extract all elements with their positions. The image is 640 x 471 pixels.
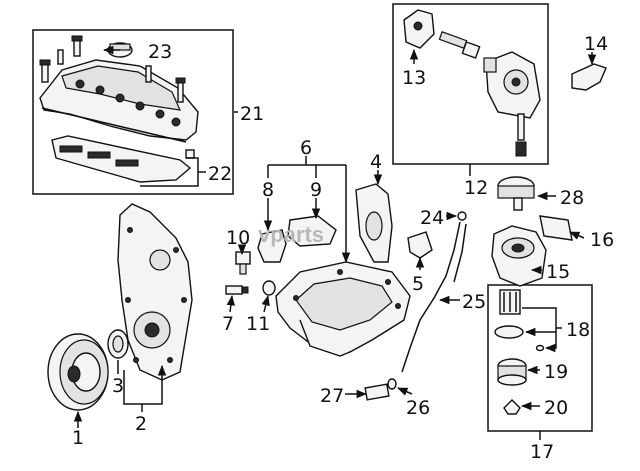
callout-23: 23 bbox=[148, 41, 172, 63]
callout-3: 3 bbox=[112, 375, 124, 397]
callout-26: 26 bbox=[406, 397, 430, 419]
crankshaft-pulley bbox=[47, 333, 109, 411]
callout-17: 17 bbox=[530, 441, 554, 463]
callout-25: 25 bbox=[462, 291, 486, 313]
callout-12: 12 bbox=[464, 177, 488, 199]
oil-pump bbox=[483, 51, 541, 119]
leader-lines bbox=[73, 45, 597, 440]
oil-filter-element bbox=[499, 289, 521, 315]
valve-cover bbox=[39, 59, 199, 143]
bracket bbox=[407, 231, 433, 259]
oil-filter-housing bbox=[491, 225, 547, 287]
callout-21: 21 bbox=[240, 103, 264, 125]
callout-18: 18 bbox=[566, 319, 590, 341]
drain-plug bbox=[225, 285, 249, 295]
callout-20: 20 bbox=[544, 397, 568, 419]
oil-filter-cap bbox=[497, 358, 527, 386]
rear-cover-plate bbox=[355, 183, 393, 263]
callout-2: 2 bbox=[135, 413, 147, 435]
callout-5: 5 bbox=[412, 273, 424, 295]
callout-7: 7 bbox=[222, 313, 234, 335]
valve-cover-gasket bbox=[51, 135, 192, 183]
filter-seal-ring bbox=[494, 325, 524, 339]
drain-plug-small bbox=[503, 399, 521, 415]
oil-pan bbox=[275, 261, 411, 357]
small-o-ring bbox=[535, 344, 545, 352]
oil-pump-shaft bbox=[438, 31, 481, 59]
valve-cover-group-box bbox=[32, 29, 234, 195]
callout-11: 11 bbox=[246, 313, 270, 335]
engine-bracket bbox=[571, 63, 607, 91]
oil-level-sensor bbox=[235, 251, 251, 275]
oil-dipstick bbox=[401, 211, 467, 373]
watermark-text: vparts bbox=[258, 222, 324, 247]
dipstick-tube-fitting bbox=[364, 383, 390, 401]
callout-28: 28 bbox=[560, 187, 584, 209]
callout-4: 4 bbox=[370, 151, 382, 173]
front-seal bbox=[107, 329, 129, 359]
callout-14: 14 bbox=[584, 33, 608, 55]
callout-9: 9 bbox=[310, 179, 322, 201]
oil-pump-chain-tensioner bbox=[403, 9, 435, 49]
callout-8: 8 bbox=[262, 179, 274, 201]
o-ring bbox=[387, 378, 397, 390]
drain-plug-washer bbox=[262, 280, 276, 296]
callout-24: 24 bbox=[420, 207, 444, 229]
callout-27: 27 bbox=[320, 385, 344, 407]
callout-13: 13 bbox=[402, 67, 426, 89]
callout-22: 22 bbox=[208, 163, 232, 185]
callout-6: 6 bbox=[300, 137, 312, 159]
oil-filler-cap bbox=[107, 42, 133, 58]
oil-baffle-left bbox=[257, 229, 287, 263]
spark-plug-bolts bbox=[39, 35, 195, 159]
callout-1: 1 bbox=[72, 427, 84, 449]
oil-cooler-gasket bbox=[539, 215, 573, 241]
callout-10: 10 bbox=[226, 227, 250, 249]
callout-16: 16 bbox=[590, 229, 614, 251]
timing-chain-cover bbox=[117, 203, 193, 381]
callout-15: 15 bbox=[546, 261, 570, 283]
oil-pump-bolt bbox=[515, 113, 527, 157]
oil-cooler bbox=[497, 176, 535, 211]
callout-19: 19 bbox=[544, 361, 568, 383]
